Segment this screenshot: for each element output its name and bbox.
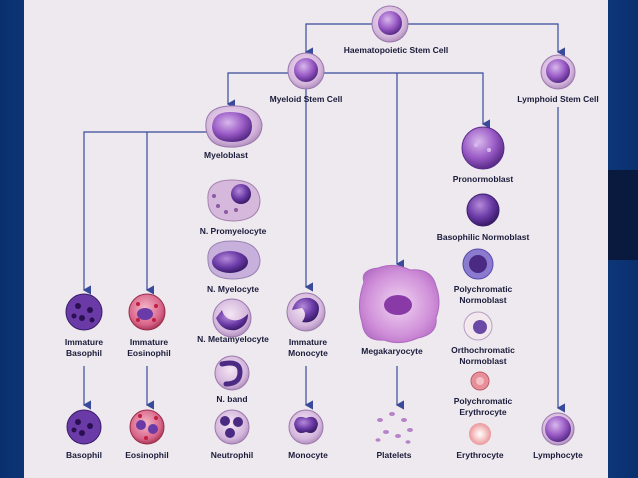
label-myeloid: Myeloid Stem Cell: [270, 94, 343, 104]
label-monocyte: Monocyte: [288, 450, 328, 460]
label-polychromatic-erythrocyte-1: Polychromatic: [454, 396, 513, 406]
arrow-myeloblast-basophil: [82, 131, 210, 295]
label-myelocyte: N. Myelocyte: [207, 284, 259, 294]
label-polychromatic-erythrocyte-2: Erythrocyte: [459, 407, 507, 417]
label-lymphocyte: Lymphocyte: [533, 450, 583, 460]
cell-orthochromatic-normoblast: [463, 311, 493, 341]
arrow-hsc-lymphoid: [390, 23, 566, 57]
cell-monocyte: [288, 409, 324, 445]
cell-megakaryocyte: [358, 264, 440, 344]
label-imm-monocyte-1: Immature: [289, 337, 328, 347]
label-pronormoblast: Pronormoblast: [453, 174, 514, 184]
cell-basophilic-normoblast: [466, 193, 500, 227]
connectors: [82, 23, 566, 413]
cell-imm-basophil: [65, 293, 103, 331]
cell-pronormoblast: [461, 126, 505, 170]
cell-promyelocyte: [207, 179, 261, 222]
cell-hsc: [371, 5, 409, 43]
cell-band: [214, 355, 250, 391]
cell-polychromatic-erythrocyte: [470, 371, 490, 391]
cell-platelets: [375, 412, 413, 444]
arrow-myeloid-myeloblast: [226, 72, 306, 109]
label-imm-eosinophil-2: Eosinophil: [127, 348, 170, 358]
label-erythrocyte: Erythrocyte: [456, 450, 504, 460]
label-polychromatic-normoblast-1: Polychromatic: [454, 284, 513, 294]
label-basophil: Basophil: [66, 450, 102, 460]
cell-polychromatic-normoblast: [462, 248, 494, 280]
cell-lymphocyte: [541, 412, 575, 446]
arrow-myeloid-pronormoblast: [306, 72, 491, 129]
label-orthochromatic-normoblast-2: Normoblast: [459, 356, 506, 366]
label-imm-basophil-2: Basophil: [66, 348, 102, 358]
label-hsc: Haematopoietic Stem Cell: [344, 45, 448, 55]
label-promyelocyte: N. Promyelocyte: [200, 226, 267, 236]
label-platelets: Platelets: [377, 450, 412, 460]
cell-neutrophil: [214, 409, 250, 445]
label-neutrophil: Neutrophil: [211, 450, 254, 460]
cell-imm-monocyte: [286, 292, 326, 332]
cell-myelocyte: [207, 240, 261, 280]
cell-basophil: [66, 409, 102, 445]
cell-imm-eosinophil: [128, 293, 166, 331]
label-eosinophil: Eosinophil: [125, 450, 168, 460]
label-basophilic-normoblast: Basophilic Normoblast: [437, 232, 530, 242]
cell-eosinophil: [129, 409, 165, 445]
label-orthochromatic-normoblast-1: Orthochromatic: [451, 345, 515, 355]
cell-lymphoid: [540, 54, 576, 90]
cell-metamyelocyte: [212, 298, 252, 338]
label-imm-eosinophil-1: Immature: [130, 337, 169, 347]
label-imm-basophil-1: Immature: [65, 337, 104, 347]
label-band: N. band: [216, 394, 247, 404]
edge-block: [608, 170, 638, 260]
cell-myeloid: [287, 52, 325, 90]
cell-erythrocyte: [469, 423, 491, 445]
label-metamyelocyte: N. Metamyelocyte: [197, 334, 269, 344]
label-megakaryocyte: Megakaryocyte: [361, 346, 423, 356]
label-imm-monocyte-2: Monocyte: [288, 348, 328, 358]
label-myeloblast: Myeloblast: [204, 150, 248, 160]
arrow-hsc-myeloid: [304, 23, 390, 57]
cell-myeloblast: [205, 105, 263, 148]
label-polychromatic-normoblast-2: Normoblast: [459, 295, 506, 305]
label-lymphoid: Lymphoid Stem Cell: [517, 94, 598, 104]
